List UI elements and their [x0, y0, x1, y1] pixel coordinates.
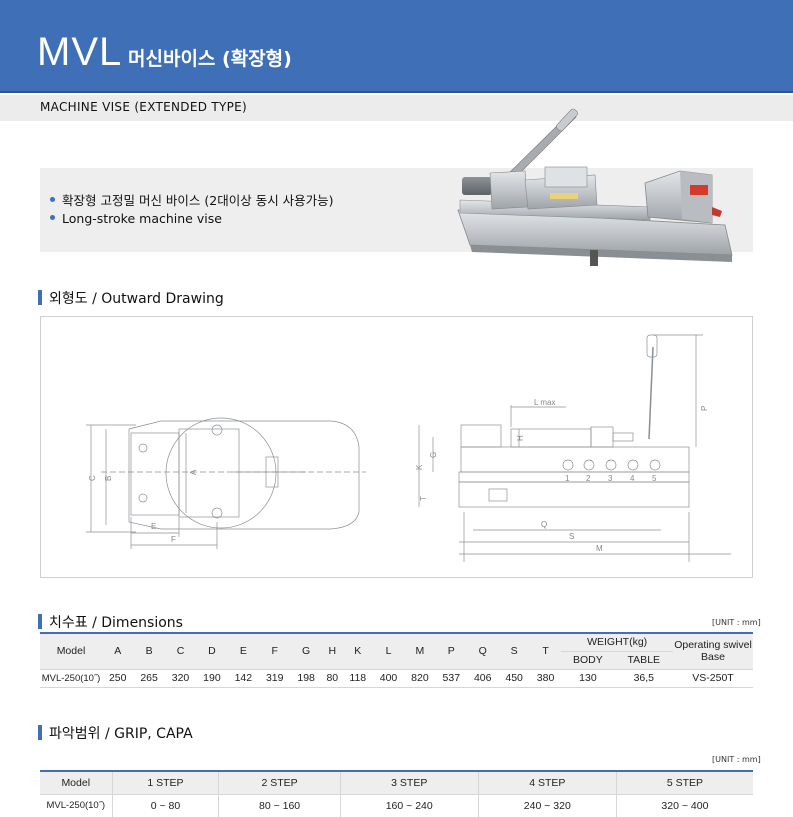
- grip-table: Model 1 STEP 2 STEP 3 STEP 4 STEP 5 STEP…: [40, 770, 753, 817]
- col-header-weight: WEIGHT(kg): [561, 632, 673, 652]
- cell-k: 118: [342, 669, 373, 688]
- cell-b: 265: [133, 669, 165, 688]
- step-label-1: 1: [565, 474, 570, 483]
- section-bar-icon: [38, 613, 42, 629]
- product-title: 머신바이스 (확장형): [128, 48, 292, 70]
- subtitle-bar: MACHINE VISE (EXTENDED TYPE): [0, 95, 793, 121]
- dim-label-b: B: [104, 476, 113, 481]
- cell-q: 406: [467, 669, 499, 688]
- grip-header-step2: 2 STEP: [218, 770, 341, 795]
- cell-m: 820: [404, 669, 436, 688]
- table-row: MVL-250(10˝) 0 ~ 80 80 ~ 160 160 ~ 240 2…: [40, 794, 753, 817]
- feature-list: 확장형 고정밀 머신 바이스 (2대이상 동시 사용가능) Long-strok…: [50, 190, 334, 232]
- cell-e: 142: [227, 669, 260, 688]
- table-row: MVL-250(10˝) 250 265 320 190 142 319 198…: [40, 669, 753, 688]
- col-header-l: L: [372, 632, 405, 670]
- section-title-drawing: 외형도 / Outward Drawing: [38, 288, 224, 308]
- dim-label-e: E: [151, 522, 156, 531]
- col-header-body: BODY: [561, 651, 615, 670]
- top-view: C B A E F: [86, 417, 366, 549]
- col-header-m: M: [404, 632, 436, 670]
- dim-label-q: Q: [541, 520, 547, 529]
- dim-label-lmax: L max: [534, 398, 556, 407]
- step-label-3: 3: [608, 474, 613, 483]
- grip-cell-step1: 0 ~ 80: [112, 794, 220, 817]
- feature-item: 확장형 고정밀 머신 바이스 (2대이상 동시 사용가능): [50, 190, 334, 211]
- col-header-e: E: [227, 632, 260, 670]
- dim-label-s: S: [569, 532, 574, 541]
- cell-t: 380: [529, 669, 562, 688]
- cell-c: 320: [164, 669, 197, 688]
- model-name: MVL: [37, 30, 123, 74]
- grip-header-step1: 1 STEP: [112, 770, 220, 795]
- col-header-h: H: [321, 632, 343, 670]
- col-header-s: S: [498, 632, 530, 670]
- col-header-c: C: [164, 632, 197, 670]
- grip-cell-model: MVL-250(10˝): [40, 794, 113, 817]
- col-header-p: P: [435, 632, 468, 670]
- dim-label-k: K: [415, 464, 424, 470]
- subtitle: MACHINE VISE (EXTENDED TYPE): [40, 100, 248, 114]
- cell-g: 198: [290, 669, 322, 688]
- col-header-a: A: [102, 632, 134, 670]
- dim-label-f: F: [171, 535, 176, 544]
- dim-label-g: G: [429, 452, 438, 458]
- cell-base: VS-250T: [673, 669, 753, 688]
- dim-label-t: T: [419, 496, 428, 501]
- cell-table: 36,5: [614, 669, 673, 688]
- step-label-4: 4: [630, 474, 635, 483]
- cell-h: 80: [321, 669, 343, 688]
- grip-cell-step2: 80 ~ 160: [218, 794, 341, 817]
- grip-cell-step5: 320 ~ 400: [616, 794, 753, 817]
- col-header-f: F: [259, 632, 291, 670]
- col-header-q: Q: [467, 632, 499, 670]
- page-header: MVL 머신바이스 (확장형): [0, 0, 793, 93]
- unit-label-grip: [UNIT : mm]: [712, 755, 761, 764]
- col-header-table: TABLE: [614, 651, 673, 670]
- col-header-k: K: [342, 632, 373, 670]
- grip-header-step5: 5 STEP: [616, 770, 753, 795]
- bullet-icon: [50, 197, 55, 202]
- dim-label-a: A: [189, 469, 198, 475]
- section-title-dimensions: 치수표 / Dimensions: [38, 612, 183, 632]
- col-header-model: Model: [40, 632, 102, 670]
- cell-model: MVL-250(10˝): [40, 669, 102, 688]
- cell-s: 450: [498, 669, 530, 688]
- col-header-base: Operating swivel Base: [673, 632, 753, 670]
- dim-label-h: H: [516, 435, 525, 441]
- section-title-grip: 파악범위 / GRIP, CAPA: [38, 723, 193, 743]
- col-header-b: B: [133, 632, 165, 670]
- cell-l: 400: [372, 669, 405, 688]
- dim-label-m: M: [596, 544, 603, 553]
- section-bar-icon: [38, 724, 42, 740]
- step-label-5: 5: [652, 474, 657, 483]
- cell-f: 319: [259, 669, 291, 688]
- cell-p: 537: [435, 669, 468, 688]
- dimensions-table: Model A B C D E F G H K L M P Q S T WEIG…: [40, 632, 753, 688]
- drawing-svg: C B A E F: [86, 334, 731, 562]
- col-header-g: G: [290, 632, 322, 670]
- grip-cell-step4: 240 ~ 320: [478, 794, 617, 817]
- grip-header-step4: 4 STEP: [478, 770, 617, 795]
- grip-header-step3: 3 STEP: [340, 770, 479, 795]
- unit-label-dimensions: [UNIT : mm]: [712, 618, 761, 627]
- grip-header-model: Model: [40, 770, 113, 795]
- feature-item: Long-stroke machine vise: [50, 211, 334, 232]
- cell-d: 190: [196, 669, 228, 688]
- bullet-icon: [50, 215, 55, 220]
- dim-label-p: P: [700, 406, 709, 411]
- dim-label-c: C: [88, 475, 97, 481]
- vise-photo: [457, 108, 733, 266]
- cell-body: 130: [561, 669, 615, 688]
- cell-a: 250: [102, 669, 134, 688]
- col-header-t: T: [529, 632, 562, 670]
- outward-drawing: C B A E F: [40, 316, 753, 578]
- section-bar-icon: [38, 289, 42, 305]
- step-label-2: 2: [586, 474, 591, 483]
- col-header-d: D: [196, 632, 228, 670]
- side-view: L max P H G K T Q S M 1 2 3 4 5: [415, 334, 731, 562]
- grip-cell-step3: 160 ~ 240: [340, 794, 479, 817]
